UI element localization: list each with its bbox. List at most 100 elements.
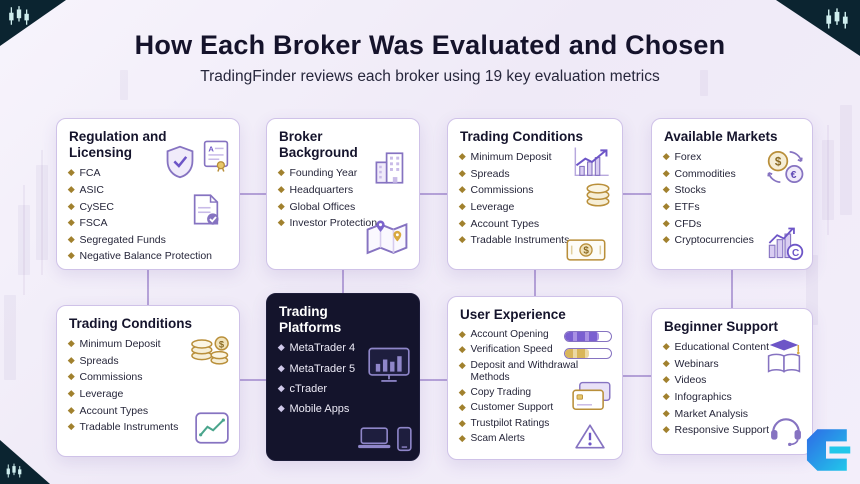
- bullet-diamond-icon: [663, 376, 670, 383]
- list-item: cTrader: [278, 383, 407, 396]
- card-item-list: Founding Year Headquarters Global Office…: [278, 167, 407, 230]
- bullet-diamond-icon: [68, 202, 75, 209]
- bullet-diamond-icon: [459, 153, 466, 160]
- background-candle: [840, 105, 852, 215]
- list-item: Investor Protection: [278, 217, 407, 230]
- card-title: Trading Conditions: [69, 316, 192, 331]
- bullet-diamond-icon: [459, 361, 466, 369]
- list-item: Webinars: [663, 358, 800, 371]
- card-title: Broker Background: [279, 129, 358, 161]
- bullet-diamond-icon: [663, 219, 670, 226]
- headset-icon: [768, 414, 804, 447]
- svg-text:C: C: [792, 248, 799, 259]
- background-candle: [4, 295, 16, 380]
- background-candle: [36, 165, 48, 260]
- card-user-experience: User Experience Account Opening Verifica…: [447, 296, 623, 460]
- connector-line: [419, 379, 448, 381]
- item-label: CySEC: [79, 200, 114, 213]
- bullet-diamond-icon: [663, 203, 670, 210]
- list-item: Commissions: [68, 371, 227, 384]
- laptop-phone-icon: [357, 426, 413, 452]
- item-label: Commissions: [470, 184, 534, 197]
- list-item: ETFs: [663, 200, 800, 214]
- bullet-diamond-icon: [663, 169, 670, 177]
- item-label: Account Types: [470, 217, 540, 230]
- list-item: Infographics: [663, 391, 800, 404]
- item-label: Responsive Support: [674, 424, 770, 437]
- background-candle: [120, 70, 128, 100]
- list-item: Tradable Instruments: [68, 421, 227, 434]
- list-item: Stocks: [663, 184, 800, 197]
- bullet-diamond-icon: [459, 434, 466, 442]
- card-item-list: MetaTrader 4 MetaTrader 5 cTrader Mobile…: [278, 342, 407, 416]
- bullet-diamond-icon: [459, 219, 466, 226]
- item-label: MetaTrader 4: [289, 342, 356, 355]
- shield-check-icon: [165, 145, 195, 179]
- svg-text:€: €: [791, 169, 797, 181]
- item-label: Negative Balance Protection: [79, 250, 213, 263]
- svg-text:A: A: [208, 145, 214, 154]
- card-title: Trading Conditions: [460, 129, 583, 144]
- progress-bar-icon: [564, 331, 612, 342]
- bullet-diamond-icon: [68, 390, 75, 397]
- item-label: Leverage: [79, 387, 124, 400]
- list-item: MetaTrader 4: [278, 342, 407, 355]
- list-item: Headquarters: [278, 184, 407, 197]
- warning-icon: [574, 423, 606, 451]
- list-item: Responsive Support: [663, 424, 800, 437]
- bullet-diamond-icon: [459, 236, 466, 243]
- svg-text:$: $: [219, 339, 225, 349]
- connector-line: [239, 193, 267, 195]
- item-label: Customer Support: [470, 402, 554, 414]
- list-item: CFDs: [663, 217, 800, 231]
- bullet-diamond-icon: [663, 426, 670, 433]
- bullet-diamond-icon: [663, 393, 670, 400]
- item-label: ETFs: [674, 200, 700, 213]
- bullet-diamond-icon: [663, 236, 670, 243]
- card-item-list: Educational Content Webinars Videos Info…: [663, 341, 800, 437]
- tradingfinder-logo: [800, 424, 852, 476]
- card-item-list: Forex Commodities Stocks ETFs CFDs Crypt…: [663, 151, 800, 247]
- card-regulation-and-licensing: Regulation and Licensing FCA ASIC CySEC …: [56, 118, 240, 270]
- item-label: CFDs: [674, 217, 702, 230]
- list-item: ASIC: [68, 184, 227, 197]
- bullet-diamond-icon: [459, 331, 466, 338]
- page-subtitle: TradingFinder reviews each broker using …: [200, 68, 660, 85]
- list-item: Tradable Instruments: [459, 234, 610, 247]
- item-label: Segregated Funds: [79, 233, 166, 246]
- list-item: MetaTrader 5: [278, 362, 407, 376]
- item-label: Scam Alerts: [470, 432, 525, 444]
- card-title: Beginner Support: [664, 319, 778, 334]
- bullet-diamond-icon: [68, 406, 75, 413]
- item-label: Verification Speed: [470, 344, 553, 356]
- item-label: Tradable Instruments: [79, 421, 179, 434]
- item-label: Commissions: [79, 371, 143, 384]
- bullet-diamond-icon: [68, 423, 75, 430]
- list-item: Videos: [663, 374, 800, 387]
- connector-line: [534, 268, 536, 299]
- bullet-diamond-icon: [278, 202, 285, 209]
- growth-chart-icon: [572, 145, 612, 179]
- bullet-diamond-icon: [68, 235, 75, 243]
- crypto-chart-icon: C: [766, 225, 804, 261]
- connector-line: [419, 193, 448, 195]
- item-label: Commodities: [674, 167, 736, 180]
- bullet-diamond-icon: [459, 389, 466, 396]
- item-label: Mobile Apps: [289, 402, 350, 415]
- banknote-icon: $: [566, 239, 606, 261]
- connector-line: [342, 268, 344, 296]
- list-item: Commodities: [663, 167, 800, 181]
- bullet-diamond-icon: [278, 344, 285, 351]
- item-label: Educational Content: [674, 341, 770, 354]
- bullet-diamond-icon: [68, 340, 75, 347]
- list-item: Trustpilot Ratings: [459, 417, 610, 430]
- item-label: MetaTrader 5: [289, 362, 356, 375]
- item-label: Trustpilot Ratings: [470, 417, 550, 429]
- credit-cards-icon: [572, 381, 612, 413]
- list-item: Scam Alerts: [459, 432, 610, 445]
- coins-dollar-icon: $: [189, 334, 231, 368]
- item-label: Copy Trading: [470, 387, 532, 399]
- background-candle-wick: [41, 150, 43, 275]
- list-item: Commissions: [459, 184, 610, 197]
